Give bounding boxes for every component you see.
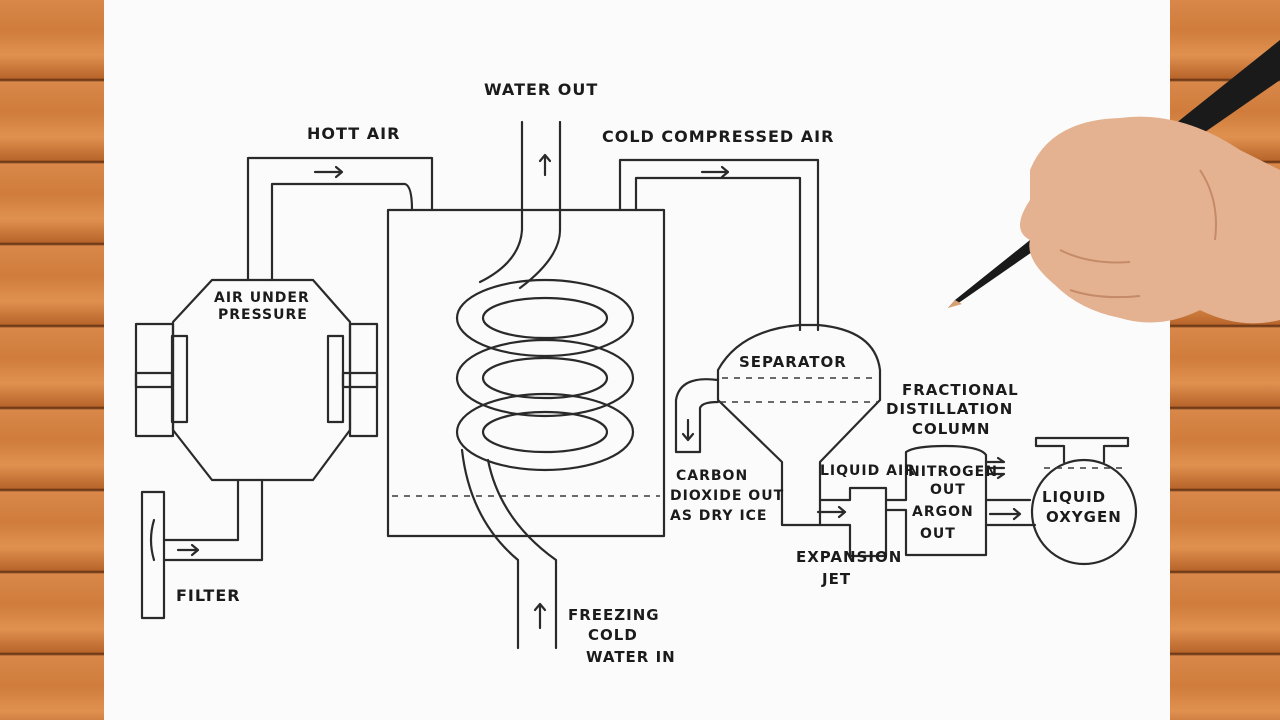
argon-arrow [988,507,1022,521]
label-hot-air: HOTT AIR [307,124,400,143]
freezing-water-arrow [533,602,547,630]
label-fractional-3: COLUMN [912,420,990,438]
water-out-arrow [538,153,552,177]
label-liquid-air: LIQUID AIR [820,463,916,479]
label-carbon-1: CARBON [676,468,748,484]
label-freezing-3: WATER IN [586,648,676,666]
label-air-under-pressure-1: AIR UNDER [214,290,310,306]
filter [140,490,166,620]
hand-with-pencil [948,40,1280,324]
cold-air-arrow [700,165,730,179]
label-air-under-pressure-2: PRESSURE [218,307,308,323]
oxygen-pipe [984,498,1037,527]
dry-ice-arrow [681,418,695,442]
label-carbon-2: DIOXIDE OUT [670,488,784,504]
filter-arrow [176,543,200,557]
label-liquid-oxygen-2: OXYGEN [1046,508,1122,526]
label-expansion-1: EXPANSION [796,548,902,566]
label-carbon-3: AS DRY ICE [670,508,768,524]
compressor [134,278,379,482]
label-fractional-2: DISTILLATION [886,400,1013,418]
label-nitrogen-2: OUT [930,482,966,498]
nitrogen-arrows [984,456,1006,480]
expansion-jet [818,486,888,558]
label-argon-2: OUT [920,526,956,542]
filter-pipe [162,478,264,562]
label-separator: SEPARATOR [739,353,847,371]
label-expansion-2: JET [821,570,851,588]
water-out-pipe [478,120,562,290]
separator [716,323,882,527]
paper-sheet [104,0,1170,720]
label-nitrogen-1: NITROGEN [908,464,998,480]
label-cold-compressed-air: COLD COMPRESSED AIR [602,127,834,146]
cooling-tank [386,208,666,538]
label-filter: FILTER [176,586,241,605]
label-freezing-1: FREEZING [568,606,660,624]
expansion-arrow [816,505,847,519]
label-freezing-2: COLD [588,626,638,644]
label-liquid-oxygen-1: LIQUID [1042,488,1106,506]
dry-ice-outlet [674,378,720,454]
label-argon-1: ARGON [912,504,974,520]
cold-air-pipe [618,158,820,332]
label-fractional-1: FRACTIONAL [902,381,1019,399]
liquid-oxygen-vessel [1030,436,1138,566]
distillation-column [884,444,988,557]
cooling-coil [455,278,635,472]
hot-air-pipe [246,156,434,282]
wood-background-left [0,0,104,720]
hot-air-arrow [313,165,344,179]
label-water-out: WATER OUT [484,80,598,99]
freezing-water-pipe [460,448,558,650]
